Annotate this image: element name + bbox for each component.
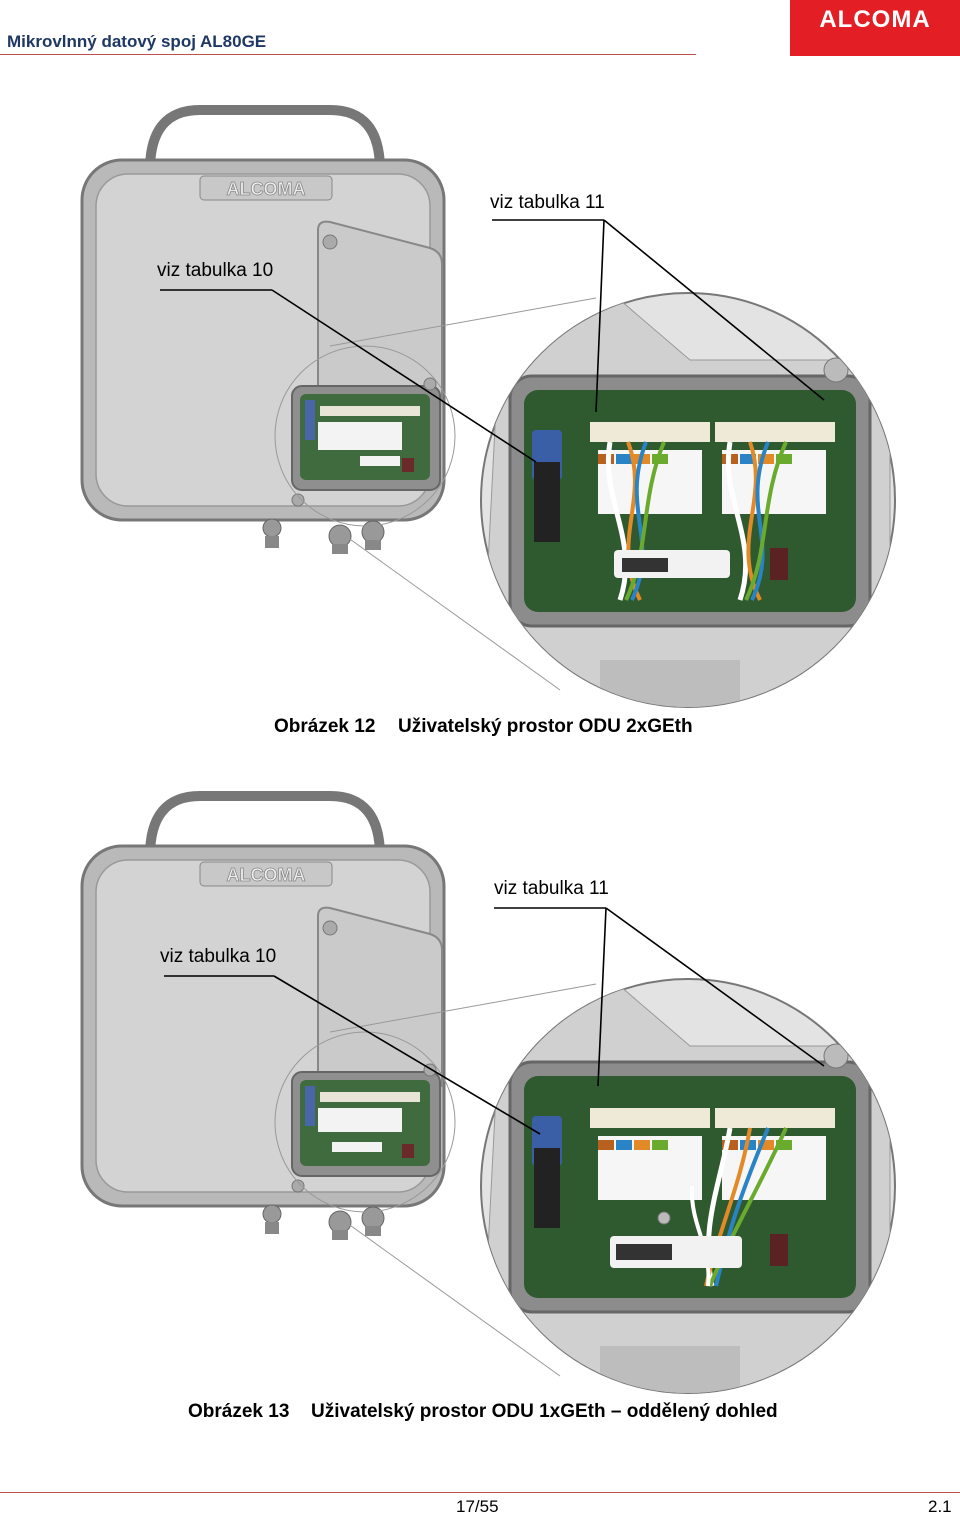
odu-illustration-2: ALCOMA: [80, 791, 896, 1394]
page-number: 17/55: [456, 1497, 499, 1516]
figure-13-caption: Uživatelský prostor ODU 1xGEth – oddělen…: [311, 1401, 778, 1422]
svg-text:ALCOMA: ALCOMA: [227, 179, 306, 199]
figure-12-number: Obrázek 12: [274, 716, 376, 737]
callout-table-10: viz tabulka 10: [157, 260, 274, 281]
document-header-title: Mikrovlnný datový spoj AL80GE: [7, 32, 267, 51]
odu-illustration: ALCOMA: [80, 105, 896, 708]
magnified-terminal-view: [480, 292, 896, 708]
svg-text:ALCOMA: ALCOMA: [227, 865, 306, 885]
callout-table-11-b: viz tabulka 11: [494, 878, 609, 899]
callout-table-11: viz tabulka 11: [490, 192, 605, 213]
document-version: 2.1: [928, 1497, 952, 1516]
footer-rule: [0, 1492, 960, 1493]
alcoma-logo: ALCOMA: [790, 0, 960, 56]
figure-13-number: Obrázek 13: [188, 1401, 290, 1422]
figure-odu-1xgeth: ALCOMA: [0, 786, 960, 1396]
logo-text: ALCOMA: [819, 6, 931, 33]
magnified-terminal-view-2: [480, 978, 896, 1394]
callout-table-10-b: viz tabulka 10: [160, 946, 277, 967]
figure-odu-2xgeth: ALCOMA: [0, 100, 960, 710]
figure-12-caption: Uživatelský prostor ODU 2xGEth: [398, 716, 693, 737]
odu-enclosure-2: ALCOMA: [80, 791, 456, 1240]
header-rule: [0, 54, 696, 55]
odu-enclosure: ALCOMA: [80, 105, 456, 554]
